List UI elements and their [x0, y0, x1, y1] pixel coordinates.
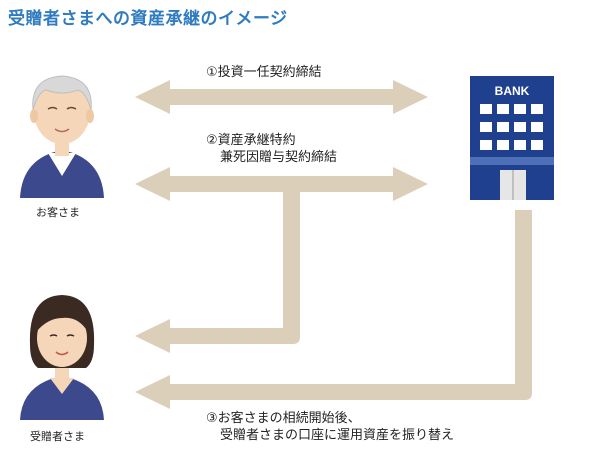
step-2-line-1: ②資産承継特約: [206, 133, 296, 148]
step-3-label: ③お客さまの相続開始後、 受贈者さまの口座に運用資産を振り替え: [206, 410, 454, 444]
bank-sign: BANK: [495, 84, 530, 98]
diagram-title: 受贈者さまへの資産承継のイメージ: [8, 9, 288, 29]
step-3-line-1: ③お客さまの相続開始後、: [206, 411, 361, 426]
customer-label: お客さま: [36, 206, 80, 219]
step-3-line-2: 受贈者さまの口座に運用資産を振り替え: [220, 428, 455, 443]
customer-person-icon: [20, 75, 104, 198]
step-2-label: ②資産承継特約 兼死因贈与契約締結: [206, 132, 337, 166]
arrow-contract: [135, 80, 428, 114]
step-1-line-1: ①投資一任契約締結: [206, 65, 322, 80]
arrow-special-contract: [135, 167, 428, 353]
arrow-asset-transfer: [135, 210, 532, 409]
recipient-person-icon: [20, 295, 104, 420]
bank-building-icon: [470, 76, 554, 200]
step-1-label: ①投資一任契約締結: [206, 64, 322, 81]
step-2-line-2: 兼死因贈与契約締結: [220, 150, 338, 165]
recipient-label: 受贈者さま: [30, 430, 85, 443]
